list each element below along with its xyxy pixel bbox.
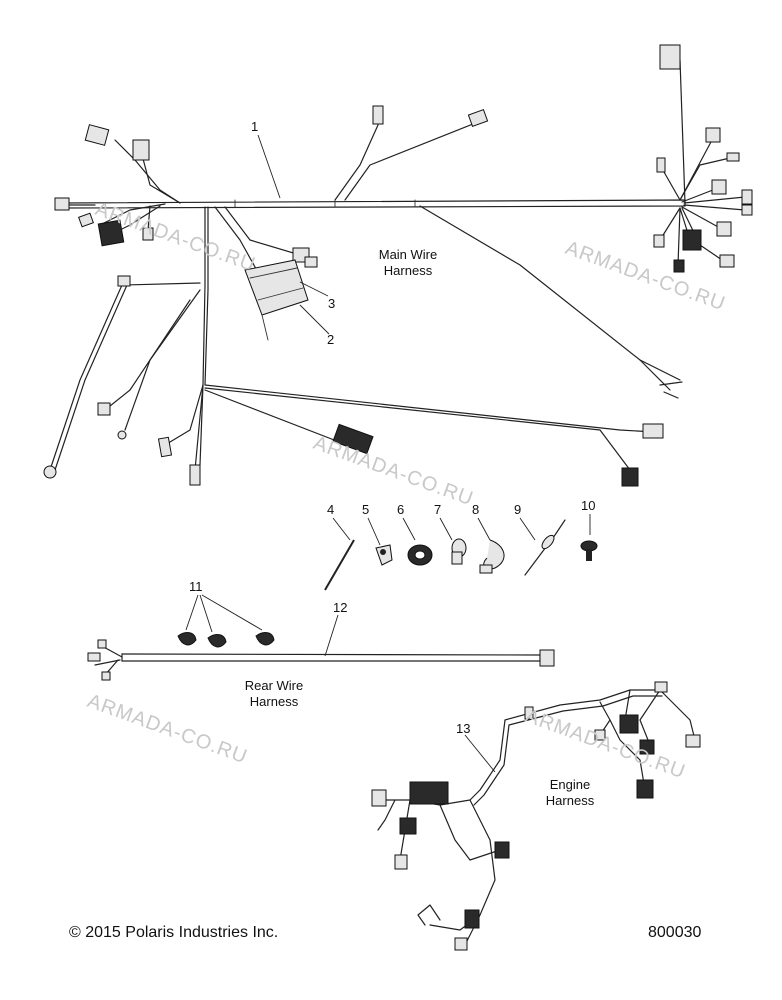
callout-2: 2 [327, 332, 335, 347]
callout-6: 6 [397, 502, 405, 517]
callout-10: 10 [581, 498, 596, 513]
main-wire-harness-label-line1: Main Wire [378, 247, 438, 262]
fasteners [324, 519, 598, 591]
callout-3: 3 [328, 296, 336, 311]
callout-1: 1 [251, 119, 259, 134]
callout-7: 7 [434, 502, 442, 517]
callout-leaders [185, 134, 591, 773]
rear-wire-harness-label-line1: Rear Wire [244, 678, 304, 693]
callout-12: 12 [333, 600, 348, 615]
callout-13: 13 [456, 721, 471, 736]
electronic-module [244, 259, 309, 341]
diagram-number: 800030 [648, 924, 702, 941]
copyright-text: © 2015 Polaris Industries Inc. [69, 924, 279, 941]
main-wire-harness-label-line2: Harness [383, 263, 433, 278]
rear-wire-harness [87, 632, 555, 681]
main-wire-harness-label: Main Wire Harness [368, 248, 448, 277]
callout-8: 8 [472, 502, 480, 517]
engine-harness [371, 681, 701, 951]
rear-wire-harness-label-line2: Harness [249, 694, 299, 709]
callout-11: 11 [189, 579, 203, 594]
main-wire-harness [43, 44, 753, 487]
engine-harness-label: Engine Harness [530, 778, 610, 807]
callout-5: 5 [362, 502, 370, 517]
engine-harness-label-line1: Engine [549, 777, 591, 792]
callout-9: 9 [514, 502, 522, 517]
rear-wire-harness-label: Rear Wire Harness [234, 679, 314, 708]
engine-harness-label-line2: Harness [545, 793, 595, 808]
callout-4: 4 [327, 502, 335, 517]
